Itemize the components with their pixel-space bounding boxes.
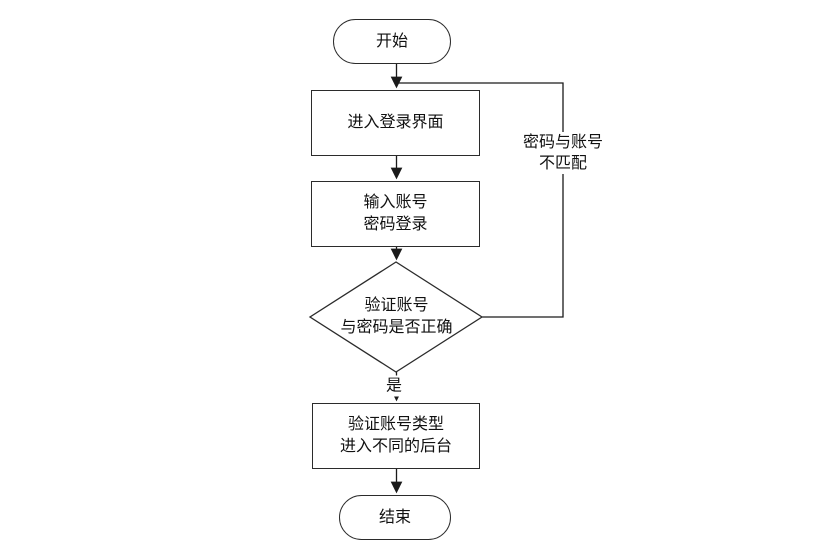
input-credentials-node: 输入账号 密码登录 (311, 181, 480, 247)
edge-mismatch-loop (398, 82, 564, 318)
decision-diamond-shape (308, 261, 484, 373)
verify-account-type-node: 验证账号类型 进入不同的后台 (312, 403, 480, 469)
start-node: 开始 (333, 19, 451, 64)
verify-decision-node: 验证账号 与密码是否正确 (340, 297, 453, 336)
enter-login-node: 进入登录界面 (311, 90, 480, 156)
end-node: 结束 (339, 495, 451, 540)
mismatch-edge-label: 密码与账号 不匹配 (520, 132, 606, 174)
yes-edge-label: 是 (383, 375, 405, 397)
